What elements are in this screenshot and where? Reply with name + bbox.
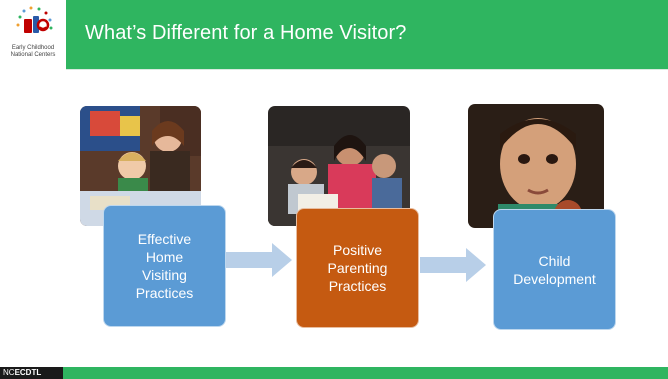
title-bar: What’s Different for a Home Visitor? (66, 0, 668, 70)
slide-title: What’s Different for a Home Visitor? (85, 22, 407, 44)
footer-suffix: ECDTL (14, 368, 42, 377)
slide-footer (0, 367, 668, 379)
box-positive-parenting-practices: Positive Parenting Practices (296, 208, 419, 328)
footer-logo-area (0, 367, 63, 379)
box-label: Child Development (513, 252, 596, 287)
slide-header: Early Childhood National Centers What’s … (0, 0, 668, 70)
arrow-right-icon (226, 243, 292, 277)
logo-text-line-2: National Centers (10, 52, 56, 58)
footer-logo-text: NCECDTL (3, 368, 41, 378)
box-effective-home-visiting-practices: Effective Home Visiting Practices (103, 205, 226, 327)
logo-text-line-1: Early Childhood (11, 45, 55, 51)
ecnc-logo-icon (16, 6, 53, 33)
arrow-right-icon (420, 248, 486, 282)
footer-prefix: NC (3, 368, 15, 377)
ecnc-logo: Early Childhood National Centers (0, 0, 67, 69)
box-child-development: Child Development (493, 209, 616, 330)
logo-text: Early Childhood National Centers (2, 45, 64, 59)
box-label: Effective Home Visiting Practices (135, 231, 194, 301)
box-label: Positive Parenting Practices (327, 242, 388, 294)
